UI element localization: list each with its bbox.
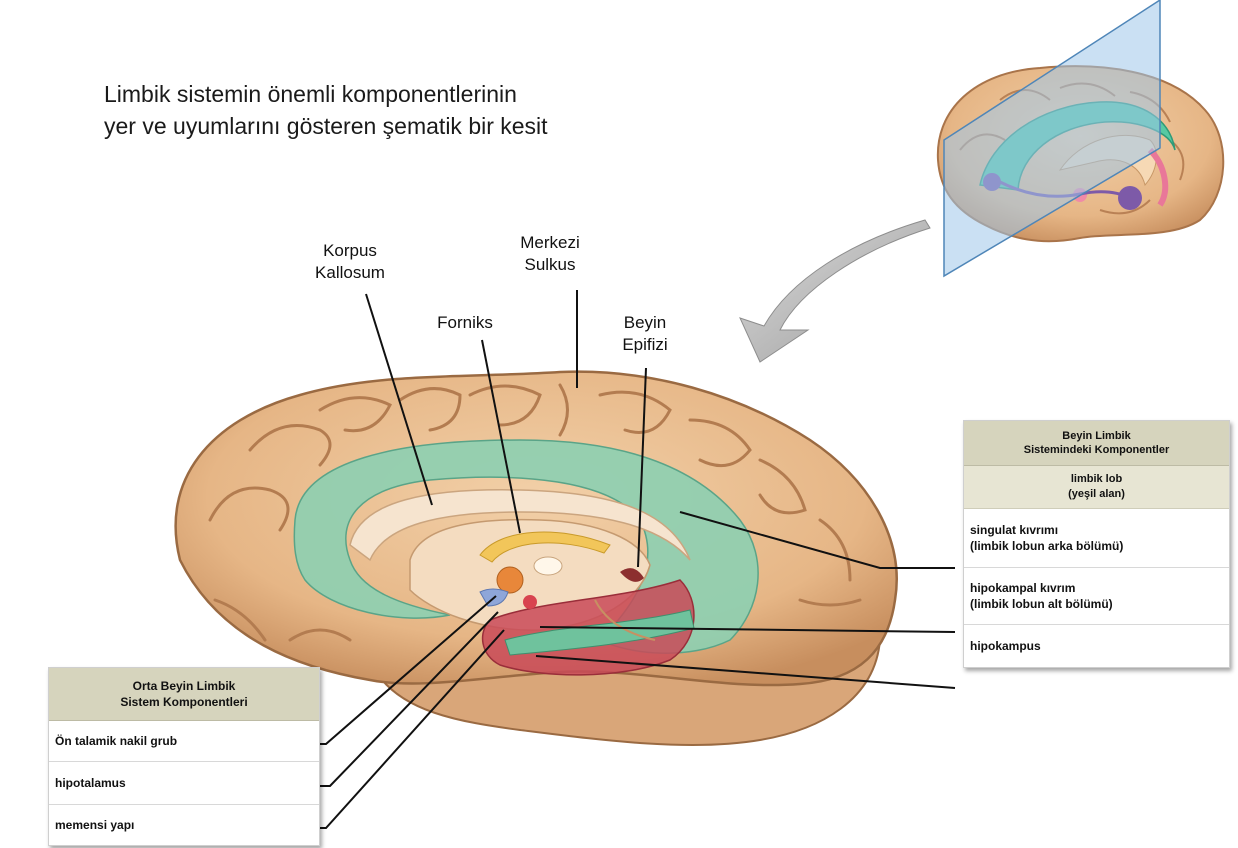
legend-midbrain-components: Orta Beyin Limbik Sistem Komponentleri Ö… xyxy=(48,667,320,846)
label-merkezi-sulkus: Merkezi Sulkus xyxy=(500,232,600,276)
legend-left-header: Orta Beyin Limbik Sistem Komponentleri xyxy=(49,668,319,721)
label-forniks: Forniks xyxy=(415,312,515,334)
legend-right-subheader: limbik lob (yeşil alan) xyxy=(964,466,1229,509)
inset-brain xyxy=(938,0,1223,276)
direction-arrow xyxy=(740,220,930,362)
legend-item-hippocampus: hipokampus xyxy=(964,625,1229,667)
label-beyin-epifizi: Beyin Epifizi xyxy=(600,312,690,356)
legend-item-cingulate: singulat kıvrımı (limbik lobun arka bölü… xyxy=(964,509,1229,568)
label-korpus-kallosum: Korpus Kallosum xyxy=(300,240,400,284)
legend-right-header: Beyin Limbik Sistemindeki Komponentler xyxy=(964,421,1229,466)
title-line-1: Limbik sistemin önemli komponentlerinin xyxy=(104,78,548,110)
legend-item-anterior-thalamic: Ön talamik nakil grub xyxy=(49,721,319,762)
title-line-2: yer ve uyumlarını gösteren şematik bir k… xyxy=(104,110,548,142)
legend-item-hypothalamus: hipotalamus xyxy=(49,762,319,805)
legend-limbic-components: Beyin Limbik Sistemindeki Komponentler l… xyxy=(963,420,1230,668)
diagram-title: Limbik sistemin önemli komponentlerinin … xyxy=(104,78,548,142)
legend-item-parahippocampal: hipokampal kıvrım (limbik lobun alt bölü… xyxy=(964,568,1229,625)
legend-item-mammillary: memensi yapı xyxy=(49,805,319,845)
